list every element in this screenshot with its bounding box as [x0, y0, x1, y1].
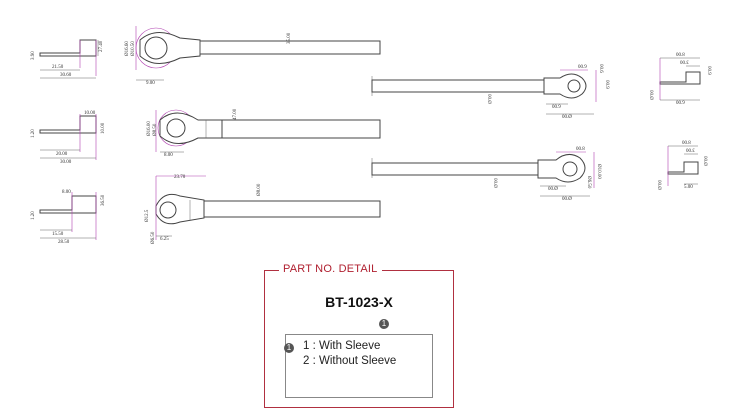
- technical-drawing: 27.40 21.50 30.60 3.90 Ø16.60 Ø10.50 9.0…: [31, 26, 711, 245]
- terminal-top-view-2: Ø16.00 Ø8.50 8.00 47.00: [147, 108, 381, 158]
- dim-f5: Ø8.00: [257, 183, 262, 196]
- side-view-2: 10.00 10.00 20.00 30.00 1.20: [31, 111, 106, 165]
- dim-d3: 9.00: [146, 81, 155, 86]
- dim-i1: 00.8: [676, 53, 685, 58]
- panel-title: PART NO. DETAIL: [279, 263, 382, 275]
- dim-b3: 30.00: [60, 160, 72, 165]
- dim-j4: 00.Ø: [702, 156, 707, 166]
- dim-j5: 00.Ø: [656, 180, 661, 190]
- dim-h2: 00.Ø: [562, 197, 572, 202]
- dim-a4: 3.90: [31, 51, 36, 60]
- terminal-long-1: 00.9 00.6 00.9 00.9 00.Ø 00.Ø: [371, 64, 609, 120]
- options-box: [285, 334, 433, 398]
- dim-e3: 8.00: [164, 153, 173, 158]
- option-marker-icon: 1: [379, 319, 389, 329]
- dim-h6: 00.Ø: [492, 178, 497, 188]
- terminal-long-2: 00.8 Ø10.00 Ø6.50 00.Ø 00.Ø 00.Ø: [371, 147, 601, 202]
- dim-a2: 21.50: [52, 65, 64, 70]
- side-view-1: 27.40 21.50 30.60 3.90: [31, 39, 104, 79]
- side-view-5: 00.8 00.£ 00.Ø 5.00 00.Ø: [656, 141, 707, 190]
- dim-i3: 00.9: [706, 66, 711, 75]
- side-view-3: 8.00 36.50 15.50 28.50 1.20: [31, 190, 106, 245]
- dim-e4: 47.00: [233, 108, 238, 120]
- dim-e1: Ø16.00: [147, 121, 152, 136]
- option-with-sleeve: 1 : With Sleeve: [303, 340, 381, 352]
- terminal-top-view-1: Ø16.60 Ø10.50 9.00 35.00: [125, 26, 381, 86]
- dim-h4: Ø6.50: [586, 176, 591, 189]
- dim-i5: 00.Ø: [648, 90, 653, 100]
- dim-c2: 15.50: [52, 232, 64, 237]
- dim-h5: Ø10.00: [596, 164, 601, 179]
- dim-c5: 36.50: [101, 194, 106, 206]
- option-without-sleeve: 2 : Without Sleeve: [303, 355, 397, 367]
- dim-b2: 20.00: [56, 152, 68, 157]
- terminal-top-view-3: 23.70 Ø12.5 Ø6.50 6.25 Ø8.00: [145, 175, 381, 244]
- dim-g5: 00.Ø: [562, 115, 572, 120]
- dim-h3: 00.8: [576, 147, 585, 152]
- dim-d1: Ø16.60: [125, 41, 130, 56]
- dim-g4: 00.9: [552, 105, 561, 110]
- dim-a1: 27.40: [99, 40, 104, 52]
- dim-c4: 1.20: [31, 211, 36, 220]
- dim-f1: 23.70: [174, 175, 186, 180]
- dim-f3: Ø6.50: [151, 231, 156, 244]
- dim-g3: 00.9: [604, 80, 609, 89]
- side-view-4: 00.8 00.£ 00.9 00.9 00.Ø: [648, 53, 711, 106]
- dim-h1: 00.Ø: [548, 187, 558, 192]
- dim-e2: Ø8.50: [153, 123, 158, 136]
- dim-j2: 00.£: [686, 149, 695, 154]
- dim-j1: 00.8: [682, 141, 691, 146]
- part-no-detail-panel: PART NO. DETAIL BT-1023-X 1 1 1 : With S…: [264, 263, 454, 408]
- dim-f2: Ø12.5: [145, 209, 150, 222]
- dim-i2: 00.£: [680, 61, 689, 66]
- dim-b4: 1.20: [31, 129, 36, 138]
- dim-c1: 8.00: [62, 190, 71, 195]
- option-marker-icon-2: 1: [284, 343, 294, 353]
- dim-d2: Ø10.50: [131, 41, 136, 56]
- dim-d4: 35.00: [287, 32, 292, 44]
- part-number: BT-1023-X: [325, 294, 393, 310]
- dim-a3: 30.60: [60, 73, 72, 78]
- dim-g6: 00.Ø: [486, 94, 491, 104]
- dim-b1: 10.00: [84, 111, 96, 116]
- dim-g1: 00.9: [578, 65, 587, 70]
- dim-i4: 00.9: [676, 101, 685, 106]
- dim-j3: 5.00: [684, 185, 693, 190]
- dim-c3: 28.50: [58, 240, 70, 245]
- dim-g2: 00.6: [598, 64, 603, 73]
- dim-f4: 6.25: [160, 237, 169, 242]
- dim-b1b: 10.00: [101, 122, 106, 134]
